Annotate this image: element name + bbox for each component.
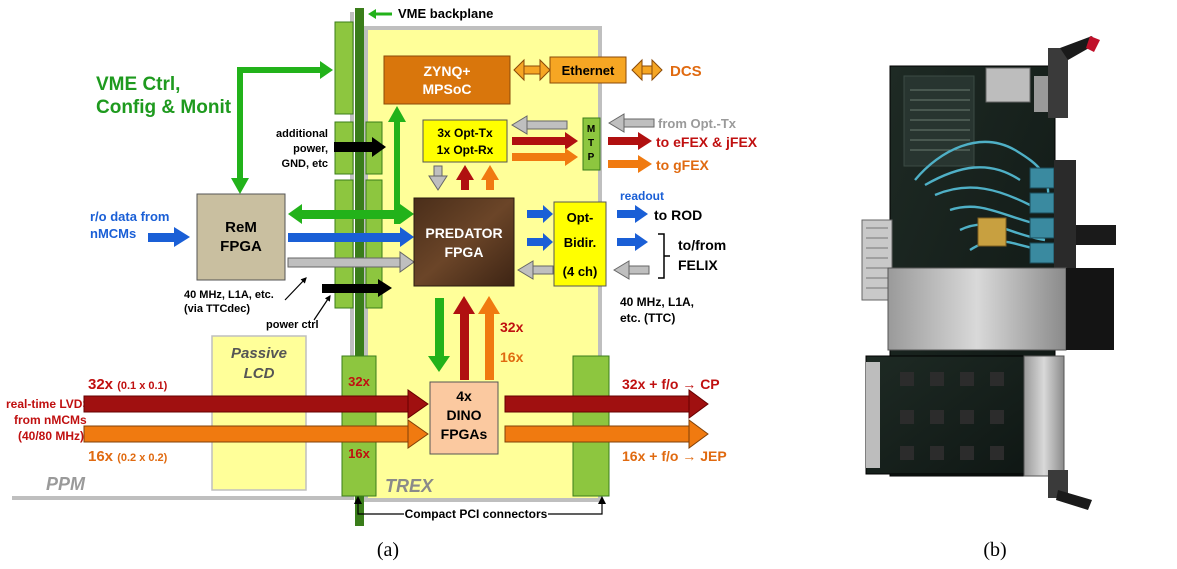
input-32x-label: 32x (0.1 x 0.1) [88,376,168,393]
bidir-label-3: (4 ch) [563,264,598,279]
conn-32x-label: 32x [348,374,370,389]
conn-16x-label: 16x [348,446,370,461]
power-ctrl-pointer [314,296,330,320]
predator-label-1: PREDATOR [425,225,502,241]
ro-data-label-2: nMCMs [90,226,136,241]
rem-label-1: ReM [225,219,257,236]
out-cp-label: 32x + f/o → CP [622,376,720,392]
to-from-label: to/from [678,237,726,253]
passive-label-2: LCD [244,365,275,382]
zynq-label-1: ZYNQ+ [423,63,470,79]
rem-label-2: FPGA [220,238,262,255]
predator-fpga-box [414,198,514,286]
opt-predator-arrows [429,165,499,190]
vme-backplane-arrow [368,9,392,19]
zynq-label-2: MPSoC [423,81,472,97]
rem-clock-pointer [285,278,306,300]
additional-power-3: GND, etc [282,158,328,170]
trex-board-photo [862,36,1116,510]
ethernet-dcs-arrow [632,60,662,80]
dino-label-1: 4x [456,388,472,404]
opt-tx-label-2: 1x Opt-Rx [437,143,494,157]
passive-label-1: Passive [231,345,287,362]
connector-top [335,22,353,114]
predator-dino-arrows [428,296,500,380]
realtime-label-1: real-time LVDS [6,397,90,411]
power-ctrl-label: power ctrl [266,319,319,331]
ethernet-label: Ethernet [562,63,615,78]
bidir-label-2: Bidir. [564,235,597,250]
vme-ctrl-label-1: VME Ctrl, [96,74,180,95]
bidir-label-1: Opt- [567,210,594,225]
dino-label-3: FPGAs [441,426,488,442]
ppm-label: PPM [46,474,86,494]
mtp-t: T [588,138,594,149]
rem-predator-arrows [288,204,414,272]
mtp-m: M [587,124,595,135]
ttc-label-1: 40 MHz, L1A, [620,295,694,309]
out-jep-label: 16x + f/o → JEP [622,448,727,464]
vme-backplane-label: VME backplane [398,6,493,21]
caption-a: (a) [377,539,399,561]
to-rod-label: to ROD [654,207,702,223]
vme-ctrl-label-2: Config & Monit [96,97,232,118]
felix-label: FELIX [678,257,718,273]
additional-power-2: power, [293,143,328,155]
dino-label-2: DINO [447,407,482,423]
rem-clock-label-2: (via TTCdec) [184,303,250,315]
ro-data-arrow [148,227,190,247]
additional-power-1: additional [276,128,328,140]
to-efex-label: to eFEX & jFEX [656,134,758,150]
realtime-label-3: (40/80 MHz) [18,429,84,443]
realtime-label-2: from nMCMs [14,413,87,427]
from-opt-tx-label: from Opt.-Tx [658,116,737,131]
n16x-label: 16x [500,349,524,365]
input-16x-label: 16x (0.2 x 0.2) [88,448,168,465]
trex-label: TREX [385,476,434,496]
to-gfex-label: to gFEX [656,157,710,173]
caption-b: (b) [983,539,1006,561]
ttc-label-2: etc. (TTC) [620,311,675,325]
rem-fpga-box [197,194,285,280]
cpci-label: Compact PCI connectors [405,507,548,521]
opt-tx-label-1: 3x Opt-Tx [437,126,493,140]
rem-clock-label-1: 40 MHz, L1A, etc. [184,289,274,301]
dcs-label: DCS [670,63,702,80]
predator-label-2: FPGA [445,244,484,260]
mtp-p: P [588,152,595,163]
bidir-out-arrows [614,205,649,279]
n32x-label: 32x [500,319,524,335]
felix-bracket [658,234,670,278]
ro-data-label-1: r/o data from [90,209,169,224]
readout-label: readout [620,189,664,203]
